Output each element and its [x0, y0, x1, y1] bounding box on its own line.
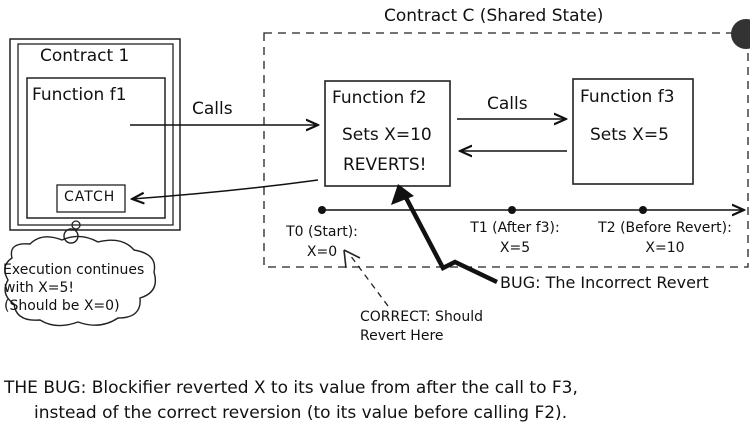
- footer-line-2: instead of the correct reversion (to its…: [34, 403, 568, 423]
- timeline-t1-value: X=5: [499, 240, 531, 256]
- bubble-line-2: with X=5!: [4, 280, 74, 296]
- timeline-dot-t2: [639, 206, 647, 214]
- function-f3-title: Function f3: [580, 87, 675, 107]
- function-f2-sets: Sets X=10: [342, 125, 432, 145]
- function-f3-box: [572, 78, 694, 185]
- catch-box: [56, 184, 126, 213]
- catch-label: CATCH: [64, 189, 116, 205]
- bubble-tail-small: [71, 220, 81, 230]
- bubble-line-1: Execution continues: [3, 262, 145, 278]
- function-f3-sets: Sets X=5: [590, 125, 669, 145]
- timeline-dot-t0: [318, 206, 326, 214]
- bug-label: BUG: The Incorrect Revert: [500, 273, 709, 292]
- contract-1-box: [9, 38, 181, 231]
- magnifier-icon[interactable]: [731, 19, 750, 49]
- timeline-t1-label: T1 (After f3):: [470, 220, 560, 236]
- contract-1-inner-box: [17, 43, 174, 226]
- correct-dashed-arrow: [349, 254, 389, 307]
- revert-arrow-to-catch: [132, 179, 319, 199]
- correct-arrowhead: [343, 249, 361, 269]
- thought-bubble: [4, 235, 157, 327]
- timeline-t2-value: X=10: [645, 240, 685, 256]
- bubble-line-3: (Should be X=0): [4, 298, 120, 314]
- function-f1-title: Function f1: [32, 85, 127, 105]
- timeline-t0-label: T0 (Start):: [286, 224, 358, 240]
- function-f2-reverts: REVERTS!: [343, 155, 427, 175]
- bug-arrowhead: [391, 184, 414, 205]
- calls-label-f1-f2: Calls: [192, 99, 233, 119]
- correct-label-line-1: CORRECT: Should: [360, 309, 484, 325]
- calls-label-f2-f3: Calls: [487, 94, 528, 114]
- function-f1-box: [26, 77, 166, 219]
- footer-line-1: THE BUG: Blockifier reverted X to its va…: [4, 378, 578, 398]
- timeline-t0-value: X=0: [306, 244, 338, 260]
- bug-lightning-arrow: [401, 190, 498, 285]
- correct-label-line-2: Revert Here: [360, 328, 444, 344]
- timeline-dot-t1: [508, 206, 516, 214]
- timeline-t2-label: T2 (Before Revert):: [598, 220, 732, 236]
- contract-1-title: Contract 1: [40, 46, 130, 66]
- contract-c-title: Contract C (Shared State): [384, 6, 604, 26]
- function-f2-title: Function f2: [332, 88, 427, 108]
- contract-c-boundary: [263, 32, 749, 268]
- function-f2-box: [324, 80, 451, 187]
